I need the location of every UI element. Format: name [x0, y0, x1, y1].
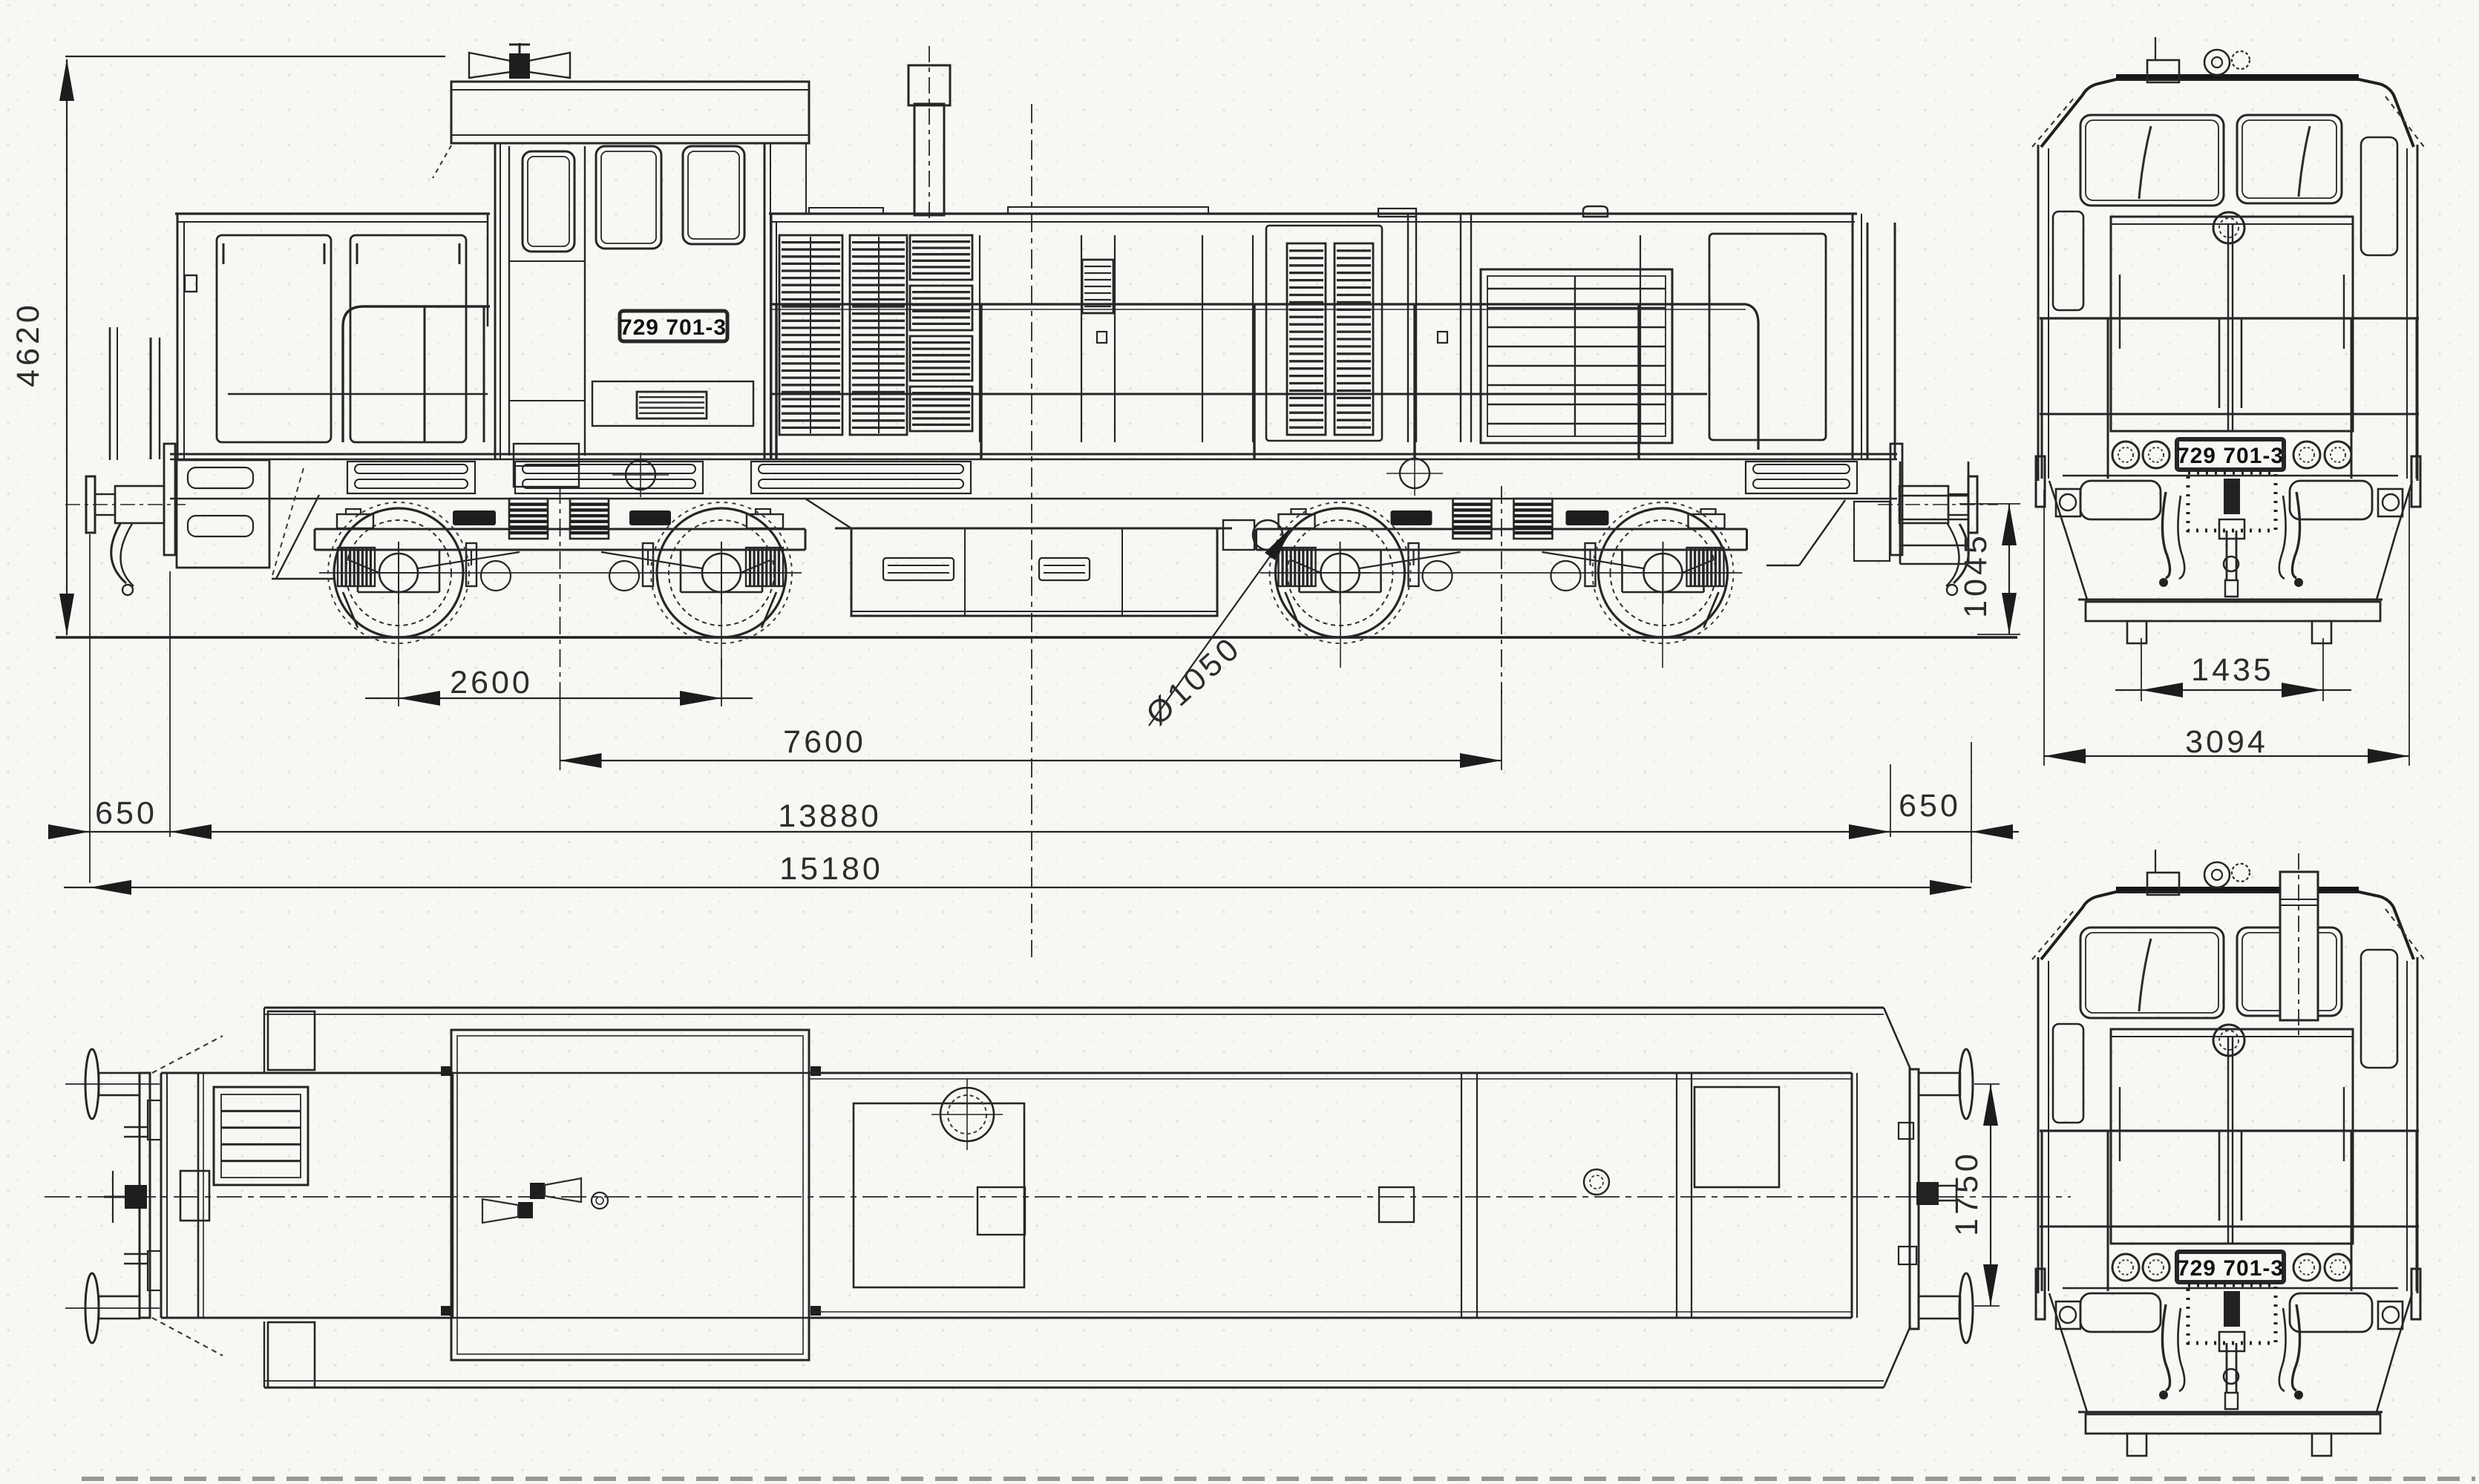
svg-text:2600: 2600: [450, 665, 533, 700]
svg-text:729 701-3: 729 701-3: [620, 315, 727, 340]
svg-text:729 701-3: 729 701-3: [2177, 444, 2284, 468]
svg-text:1750: 1750: [1949, 1150, 1985, 1236]
svg-text:13880: 13880: [778, 798, 882, 834]
svg-text:1045: 1045: [1958, 532, 1994, 618]
svg-text:7600: 7600: [783, 724, 866, 760]
svg-text:3094: 3094: [2185, 724, 2268, 760]
svg-text:4620: 4620: [10, 301, 46, 387]
svg-text:1435: 1435: [2191, 652, 2274, 688]
svg-text:650: 650: [1899, 788, 1961, 824]
svg-text:15180: 15180: [779, 851, 883, 887]
svg-text:650: 650: [95, 795, 157, 831]
